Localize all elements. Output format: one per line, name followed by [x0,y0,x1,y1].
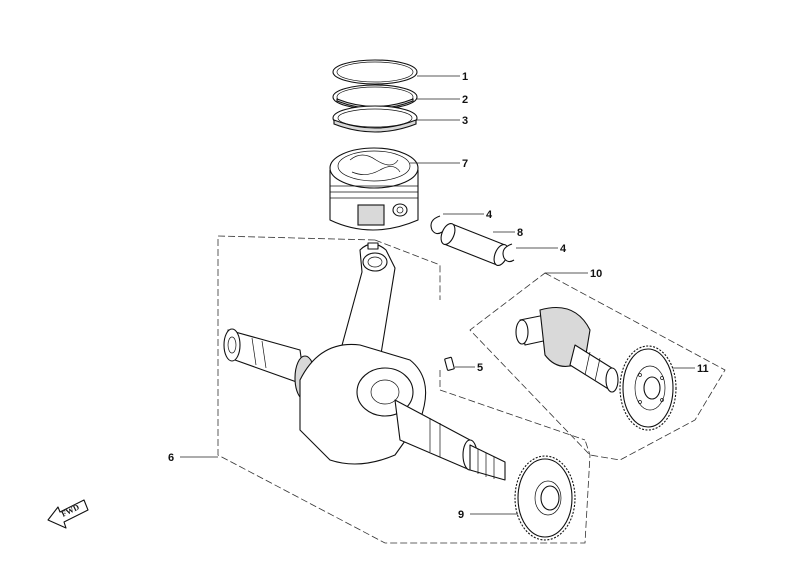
fwd-arrow-icon [47,499,89,529]
woodruff-key [444,356,455,371]
callout-9: 9 [458,509,464,521]
callout-1: 1 [462,71,468,83]
callout-2: 2 [462,94,468,106]
callout-4-left: 4 [486,209,493,221]
callout-11: 11 [697,363,709,375]
piston-pin-clip-left [430,215,443,235]
connector-dash [374,239,441,300]
piston-ring-top [332,59,418,85]
piston-pin-clip-right [502,243,515,263]
crankshaft [223,328,506,481]
callout-7: 7 [462,158,468,170]
piston [329,147,419,231]
piston-ring-oil [332,105,418,133]
piston-ring-second [332,84,418,110]
callout-4-right: 4 [560,243,567,255]
crankshaft-gear [514,455,576,541]
callout-8: 8 [517,227,523,239]
callout-5: 5 [477,362,483,374]
callout-10: 10 [590,268,602,280]
balancer-shaft [515,306,619,393]
balancer-gear [619,345,677,431]
callout-6: 6 [168,452,174,464]
crankshaft-assembly-boundary [217,235,591,544]
balancer-assembly-boundary [469,272,726,461]
forward-direction-marker: FWD [47,499,89,529]
connecting-rod [337,242,396,373]
callout-3: 3 [462,115,468,127]
piston-pin [440,223,509,266]
crank-to-gear-dash [439,370,586,441]
